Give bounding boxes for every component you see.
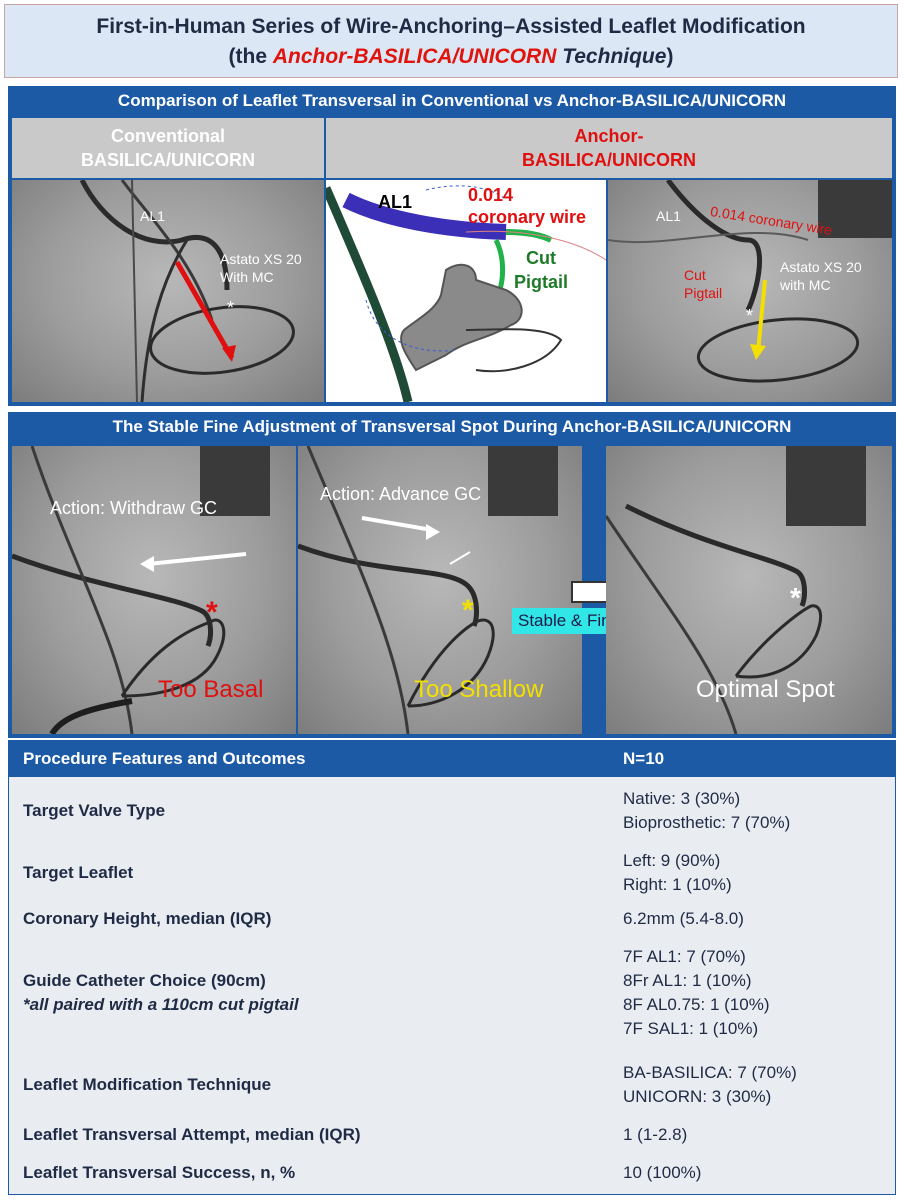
adjustment-section: The Stable Fine Adjustment of Transversa… [8, 412, 896, 738]
anchor-cut-line: Cut [684, 267, 706, 283]
title-line-1: First-in-Human Series of Wire-Anchoring–… [96, 15, 806, 38]
anchor-fluoro-drawing [608, 180, 892, 383]
conv-astato-label: Astato XS 20 With MC [220, 250, 302, 286]
row-value: 6.2mm (5.4-8.0) [623, 909, 744, 928]
anchor-fluoro-image: AL1 0.014 coronary wire Cut Pigtail Asta… [608, 180, 892, 402]
anchor-label-line-2: BASILICA/UNICORN [522, 150, 696, 170]
title-technique-word: Technique [556, 45, 667, 68]
table-header-n: N=10 [623, 749, 665, 768]
row-value: Right: 1 (10%) [623, 875, 732, 894]
too-basal-label: Too Basal [158, 676, 264, 703]
anchor-cut-pigtail-label: Cut Pigtail [684, 266, 722, 302]
withdraw-action-label: Action: Withdraw GC [50, 498, 218, 518]
diagram-cut-pigtail-label: Cut Pigtail [514, 246, 568, 294]
too-shallow-label: Too Shallow [414, 676, 544, 703]
row-value: 10 (100%) [623, 1163, 702, 1182]
conv-star: * [227, 298, 235, 318]
conv-astato-line-1: Astato XS 20 [220, 251, 302, 267]
title-prefix: (the [228, 45, 273, 68]
too-shallow-star: * [462, 594, 474, 627]
too-shallow-image: Action: Advance GC * Too Shallow [298, 446, 582, 734]
table-header: Procedure Features and Outcomes N=10 [9, 741, 895, 777]
diagram-al1-label: AL1 [378, 192, 413, 212]
row-feature: Guide Catheter Choice (90cm) *all paired… [23, 969, 299, 1017]
too-basal-image: Action: Withdraw GC * Too Basal [12, 446, 296, 734]
conventional-fluoro-image: AL1 Astato XS 20 With MC * [12, 180, 324, 402]
title-line-2: (the Anchor-BASILICA/UNICORN Technique) [5, 45, 897, 69]
conventional-label-line-2: BASILICA/UNICORN [81, 150, 255, 170]
anchor-diagram-drawing [326, 185, 606, 402]
anchor-astato-label: Astato XS 20 with MC [780, 258, 862, 294]
anchor-label-band: Anchor- BASILICA/UNICORN [326, 118, 892, 178]
conventional-fluoro-drawing [79, 180, 295, 402]
advance-action-label: Action: Advance GC [320, 484, 482, 504]
diagram-cut-line: Cut [526, 248, 556, 268]
too-basal-drawing [12, 446, 270, 734]
diagram-wire-line-2: coronary wire [468, 207, 587, 227]
diagram-wire-label: 0.014 coronary wire [468, 184, 586, 228]
row-feature: Leaflet Transversal Success, n, % [23, 1163, 296, 1182]
comparison-header: Comparison of Leaflet Transversal in Con… [117, 91, 787, 110]
row-values: 7F AL1: 7 (70%) 8Fr AL1: 1 (10%) 8F AL0.… [623, 945, 769, 1041]
row-values: BA-BASILICA: 7 (70%) UNICORN: 3 (30%) [623, 1061, 797, 1109]
outcomes-table: Procedure Features and Outcomes N=10 Tar… [8, 740, 896, 1195]
anchor-label-line-1: Anchor- [574, 126, 644, 146]
title-banner: First-in-Human Series of Wire-Anchoring–… [4, 4, 898, 78]
row-value: 8F AL0.75: 1 (10%) [623, 995, 770, 1014]
row-value: Bioprosthetic: 7 (70%) [623, 813, 791, 832]
conventional-label: Conventional BASILICA/UNICORN [12, 124, 324, 172]
anchor-astato-line-2: with MC [780, 277, 831, 293]
anchor-label: Anchor- BASILICA/UNICORN [326, 124, 892, 172]
conv-astato-line-2: With MC [220, 269, 274, 285]
row-feature: Coronary Height, median (IQR) [23, 909, 272, 928]
conventional-label-band: Conventional BASILICA/UNICORN [12, 118, 324, 178]
optimal-spot-drawing [606, 446, 866, 734]
row-values: Left: 9 (90%) Right: 1 (10%) [623, 849, 732, 897]
row-feature: Leaflet Modification Technique [23, 1075, 272, 1094]
comparison-section: Comparison of Leaflet Transversal in Con… [8, 86, 896, 406]
anchor-diagram: AL1 0.014 coronary wire Cut Pigtail [326, 180, 606, 402]
optimal-spot-label: Optimal Spot [696, 676, 835, 703]
row-values: Native: 3 (30%) Bioprosthetic: 7 (70%) [623, 787, 790, 835]
title-technique-name: Anchor-BASILICA/UNICORN [272, 45, 557, 68]
row-value: BA-BASILICA: 7 (70%) [623, 1063, 797, 1082]
optimal-spot-star: * [790, 582, 801, 613]
diagram-wire-line-1: 0.014 [468, 185, 514, 205]
row-value: Left: 9 (90%) [623, 851, 721, 870]
anchor-pigtail-line: Pigtail [684, 285, 723, 301]
conv-al1-label: AL1 [140, 208, 165, 224]
row-value: 7F AL1: 7 (70%) [623, 947, 746, 966]
conventional-label-line-1: Conventional [110, 126, 225, 146]
row-feature-note: *all paired with a 110cm cut pigtail [23, 995, 299, 1014]
row-values: 1 (1-2.8) [623, 1123, 687, 1147]
anchor-astato-line-1: Astato XS 20 [780, 259, 862, 275]
title-suffix: ) [666, 45, 674, 68]
row-values: 10 (100%) [623, 1161, 701, 1185]
row-values: 6.2mm (5.4-8.0) [623, 907, 744, 931]
anchor-al1-label: AL1 [656, 208, 681, 224]
row-value: 7F SAL1: 1 (10%) [623, 1019, 759, 1038]
too-shallow-drawing [298, 446, 558, 734]
row-feature: Target Valve Type [23, 801, 166, 820]
row-value: 8Fr AL1: 1 (10%) [623, 971, 752, 990]
anchor-star: * [746, 306, 754, 326]
adjustment-header: The Stable Fine Adjustment of Transversa… [112, 417, 792, 436]
row-feature-main: Guide Catheter Choice (90cm) [23, 971, 266, 990]
row-value: UNICORN: 3 (30%) [623, 1087, 772, 1106]
row-feature: Leaflet Transversal Attempt, median (IQR… [23, 1125, 361, 1144]
row-value: Native: 3 (30%) [623, 789, 741, 808]
diagram-pigtail-line: Pigtail [514, 272, 569, 292]
row-feature: Target Leaflet [23, 863, 134, 882]
row-value: 1 (1-2.8) [623, 1125, 688, 1144]
too-basal-star: * [206, 596, 218, 629]
optimal-spot-image: * Optimal Spot [606, 446, 892, 734]
table-header-feature: Procedure Features and Outcomes [23, 749, 306, 768]
